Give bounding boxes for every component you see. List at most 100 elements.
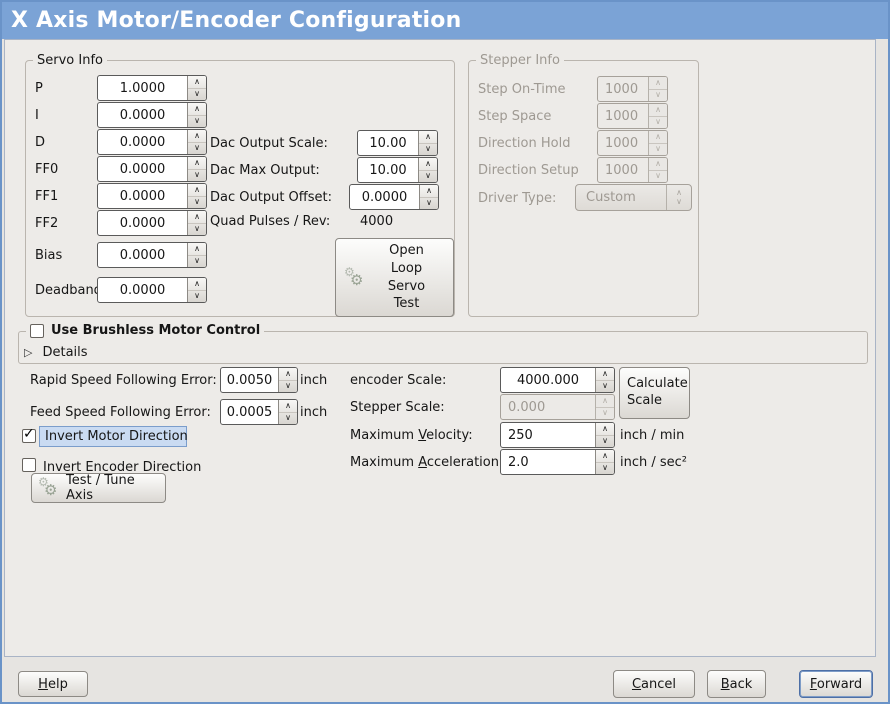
invert-motor-checkbox[interactable]: ✓ [22,426,36,443]
p-input[interactable]: 1.0000 ∧∨ [97,75,207,101]
spin-down-icon[interactable]: ∨ [602,381,608,391]
bias-input[interactable]: 0.0000 ∧∨ [97,242,207,268]
encoder-scale-spinner[interactable]: ∧∨ [595,368,614,392]
max-acceleration-value[interactable]: 2.0 [508,454,529,470]
spin-down-icon[interactable]: ∨ [285,413,291,423]
spin-down-icon[interactable]: ∨ [194,291,200,301]
spin-down-icon[interactable]: ∨ [194,89,200,99]
spin-up-icon[interactable]: ∧ [188,211,206,224]
feed-following-error-input[interactable]: 0.0005 ∧∨ [220,399,298,425]
spin-down-icon[interactable]: ∨ [194,197,200,207]
feed-following-error-spinner[interactable]: ∧∨ [278,400,297,424]
d-input[interactable]: 0.0000 ∧∨ [97,129,207,155]
spin-up-icon[interactable]: ∧ [188,184,206,197]
spin-up-icon[interactable]: ∧ [419,131,437,144]
step-on-time-spinner: ∧∨ [648,77,667,101]
ff1-spinner[interactable]: ∧∨ [187,184,206,208]
test-tune-axis-button[interactable]: ⚙⚙ Test / Tune Axis [31,473,166,503]
spin-up-icon[interactable]: ∧ [188,76,206,89]
spin-up-icon[interactable]: ∧ [188,278,206,291]
dac-max-output-input[interactable]: 10.00 ∧∨ [357,157,438,183]
spin-up-icon: ∧ [649,131,667,144]
spin-down-icon[interactable]: ∨ [426,198,432,208]
forward-button[interactable]: Forward [799,670,873,698]
spin-up-icon[interactable]: ∧ [188,243,206,256]
direction-hold-label: Direction Hold [478,136,571,151]
spin-up-icon[interactable]: ∧ [596,368,614,381]
spin-down-icon[interactable]: ∨ [194,116,200,126]
invert-encoder-checkbox[interactable] [22,458,36,472]
rapid-following-error-input[interactable]: 0.0050 ∧∨ [220,367,298,393]
dac-output-scale-spinner[interactable]: ∧∨ [418,131,437,155]
deadband-spinner[interactable]: ∧∨ [187,278,206,302]
feed-following-error-value[interactable]: 0.0005 [226,404,273,420]
spin-down-icon[interactable]: ∨ [285,381,291,391]
spin-up-icon[interactable]: ∧ [188,103,206,116]
ff0-input-value[interactable]: 0.0000 [119,161,166,177]
ff1-input[interactable]: 0.0000 ∧∨ [97,183,207,209]
spin-up-icon[interactable]: ∧ [188,157,206,170]
spin-down-icon[interactable]: ∨ [194,224,200,234]
spin-down-icon[interactable]: ∨ [425,171,431,181]
i-input[interactable]: 0.0000 ∧∨ [97,102,207,128]
spin-up-icon[interactable]: ∧ [279,368,297,381]
spin-up-icon[interactable]: ∧ [420,185,438,198]
spin-down-icon[interactable]: ∨ [602,436,608,446]
invert-encoder-label[interactable]: Invert Encoder Direction [43,460,202,475]
p-input-value[interactable]: 1.0000 [119,80,166,96]
stepper-info-frame [468,60,699,317]
rapid-following-error-spinner[interactable]: ∧∨ [278,368,297,392]
d-input-value[interactable]: 0.0000 [119,134,166,150]
max-acceleration-label: Maximum Acceleration: [350,455,504,470]
dac-output-offset-value[interactable]: 0.0000 [361,189,408,205]
spin-down-icon[interactable]: ∨ [194,256,200,266]
spin-up-icon[interactable]: ∧ [596,450,614,463]
bias-input-value[interactable]: 0.0000 [119,247,166,263]
spin-down-icon[interactable]: ∨ [425,144,431,154]
use-brushless-checkbox[interactable] [30,323,44,338]
open-loop-servo-test-button[interactable]: ⚙⚙ Open Loop Servo Test [335,238,454,317]
spin-up-icon[interactable]: ∧ [596,423,614,436]
max-acceleration-spinner[interactable]: ∧∨ [595,450,614,474]
spin-down-icon[interactable]: ∨ [194,170,200,180]
invert-motor-label[interactable]: Invert Motor Direction [39,426,188,447]
dac-output-scale-input[interactable]: 10.00 ∧∨ [357,130,438,156]
ff0-spinner[interactable]: ∧∨ [187,157,206,181]
d-spinner[interactable]: ∧∨ [187,130,206,154]
cancel-button[interactable]: Cancel [613,670,695,698]
p-spinner[interactable]: ∧∨ [187,76,206,100]
spin-up-icon[interactable]: ∧ [419,158,437,171]
dac-output-offset-input[interactable]: 0.0000 ∧∨ [349,184,439,210]
spin-up-icon[interactable]: ∧ [188,130,206,143]
help-button[interactable]: Help [18,671,88,697]
ff2-input[interactable]: 0.0000 ∧∨ [97,210,207,236]
details-expander[interactable]: ▷ Details [24,345,88,360]
deadband-input[interactable]: 0.0000 ∧∨ [97,277,207,303]
spin-down-icon[interactable]: ∨ [194,143,200,153]
max-velocity-input[interactable]: 250 ∧∨ [500,422,615,448]
ff1-input-value[interactable]: 0.0000 [119,188,166,204]
gear-icon: ⚙ [344,264,355,279]
i-spinner[interactable]: ∧∨ [187,103,206,127]
spin-down-icon[interactable]: ∨ [602,463,608,473]
spin-up-icon[interactable]: ∧ [279,400,297,413]
max-velocity-spinner[interactable]: ∧∨ [595,423,614,447]
max-velocity-value[interactable]: 250 [508,427,533,443]
dac-output-scale-value[interactable]: 10.00 [369,135,407,151]
rapid-following-error-value[interactable]: 0.0050 [226,372,273,388]
bias-spinner[interactable]: ∧∨ [187,243,206,267]
i-input-value[interactable]: 0.0000 [119,107,166,123]
calculate-scale-button[interactable]: Calculate Scale [619,367,690,419]
deadband-input-value[interactable]: 0.0000 [119,282,166,298]
ff0-input[interactable]: 0.0000 ∧∨ [97,156,207,182]
encoder-scale-input[interactable]: 4000.000 ∧∨ [500,367,615,393]
max-velocity-unit: inch / min [620,428,685,443]
dac-max-output-value[interactable]: 10.00 [369,162,407,178]
ff2-input-value[interactable]: 0.0000 [119,215,166,231]
back-button[interactable]: Back [707,670,766,698]
dac-output-offset-spinner[interactable]: ∧∨ [419,185,438,209]
encoder-scale-value[interactable]: 4000.000 [516,372,580,388]
ff2-spinner[interactable]: ∧∨ [187,211,206,235]
dac-max-output-spinner[interactable]: ∧∨ [418,158,437,182]
max-acceleration-input[interactable]: 2.0 ∧∨ [500,449,615,475]
